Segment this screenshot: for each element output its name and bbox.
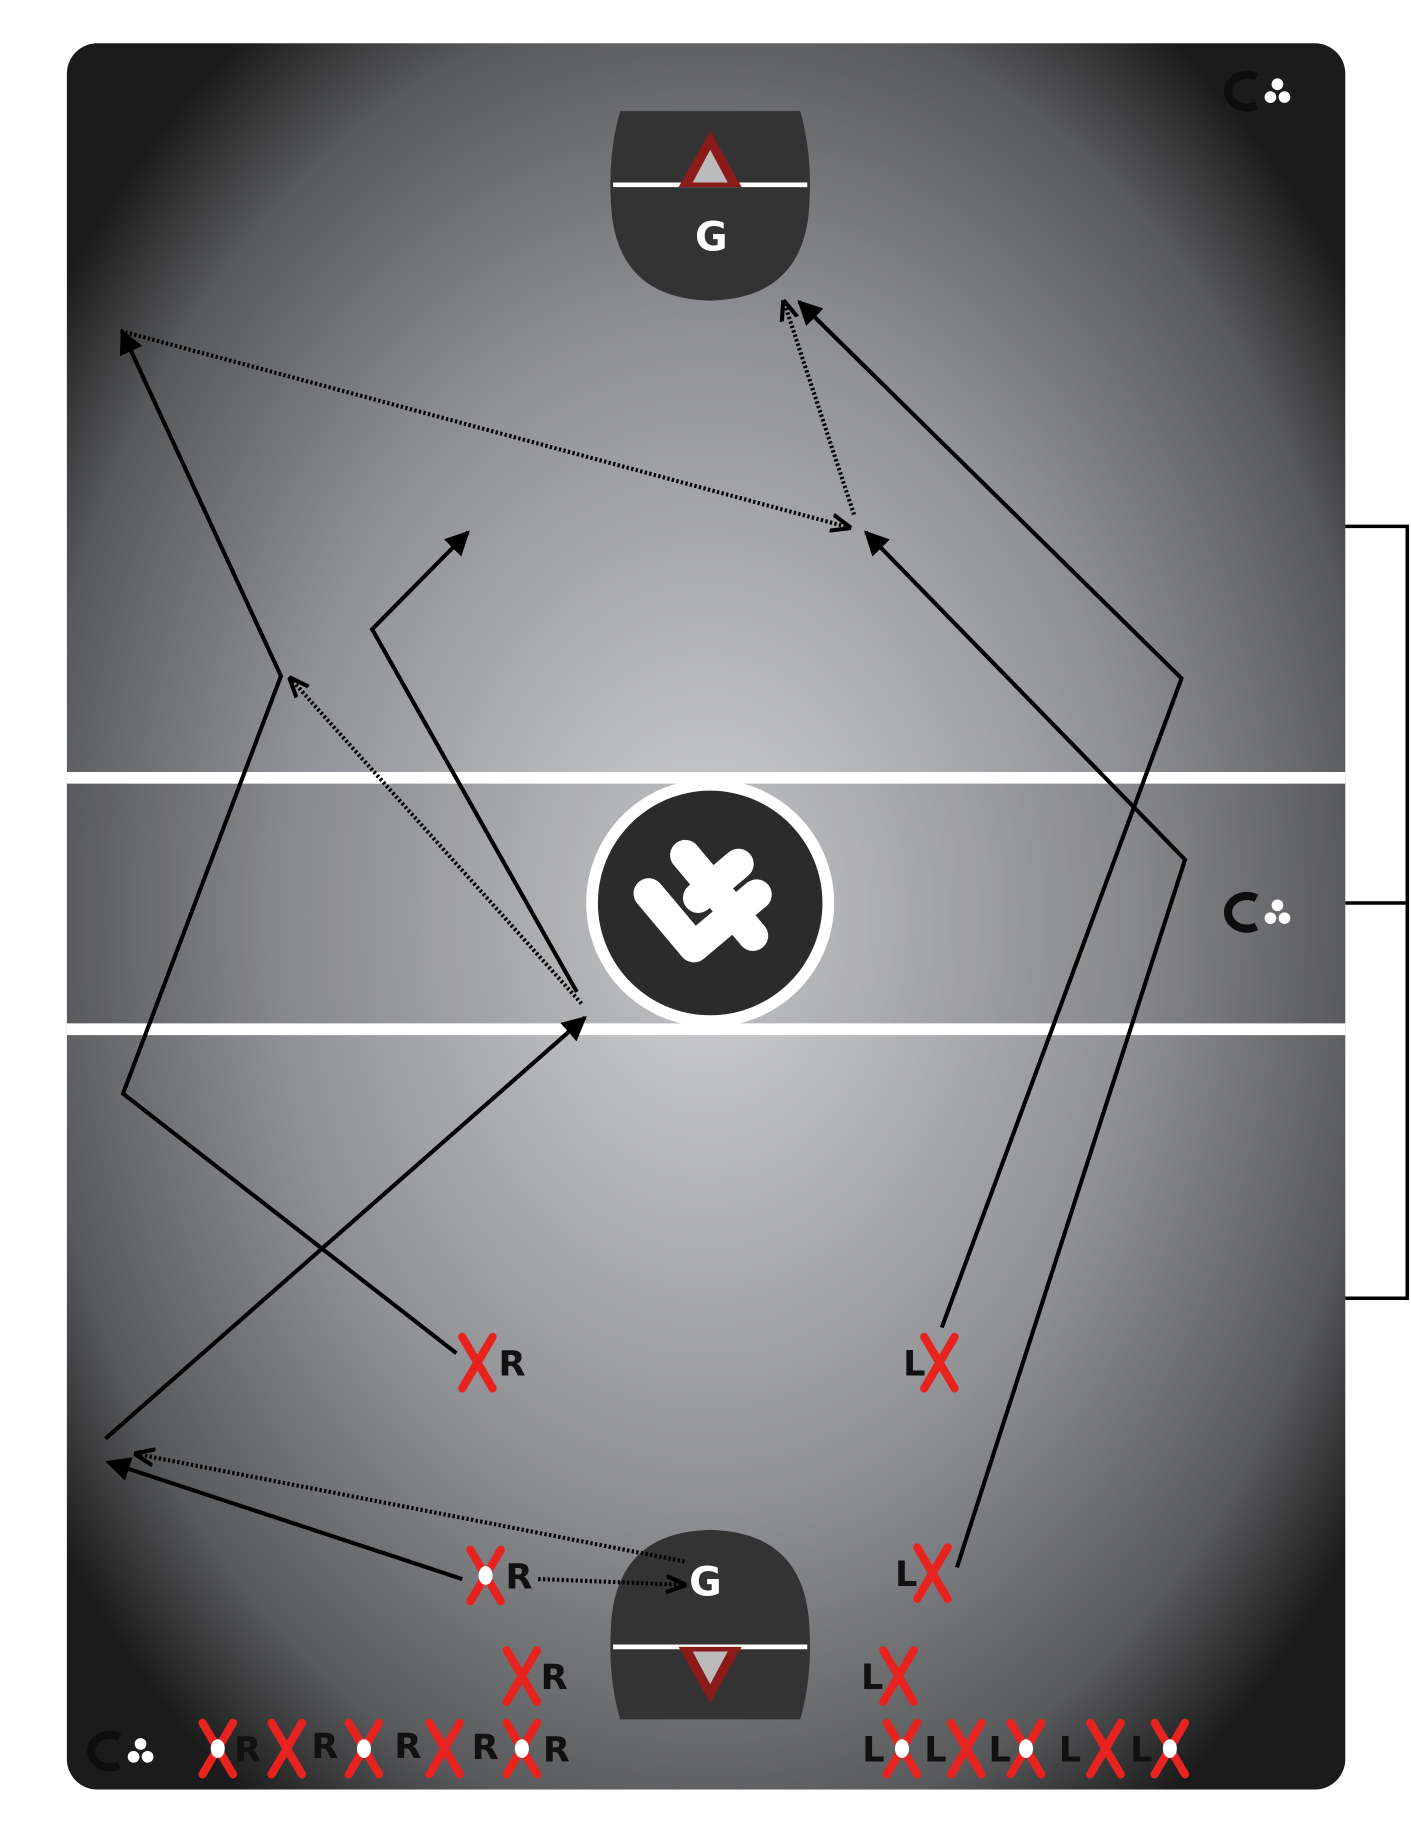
pass-path xyxy=(120,329,850,527)
cut-path xyxy=(864,530,1188,1568)
svg-text:R: R xyxy=(505,1556,532,1597)
player-r: R xyxy=(507,1650,568,1701)
player-r-with-ball: R xyxy=(470,1550,533,1601)
player-r: R xyxy=(429,1723,499,1774)
drill-paths xyxy=(104,300,1188,1585)
svg-text:R: R xyxy=(394,1726,421,1767)
player-l: L xyxy=(861,1650,914,1701)
bracket xyxy=(1345,524,1410,1301)
center-logo: lf xyxy=(586,778,835,1027)
bottom-goal-crease: G xyxy=(610,1529,810,1720)
svg-text:L: L xyxy=(862,1729,884,1770)
svg-text:R: R xyxy=(498,1344,525,1385)
player-l: L xyxy=(903,1337,954,1388)
svg-text:L: L xyxy=(861,1657,883,1698)
player-l: L xyxy=(924,1723,981,1774)
cut-path xyxy=(104,1015,587,1441)
goalie-label: G xyxy=(689,1559,722,1605)
player-r-with-ball: R xyxy=(349,1723,421,1774)
player-l-with-ball: L xyxy=(1130,1723,1185,1774)
svg-text:R: R xyxy=(543,1729,570,1770)
svg-text:R: R xyxy=(234,1729,261,1770)
player-r-with-ball: R xyxy=(507,1723,570,1774)
player-l: L xyxy=(1059,1723,1121,1774)
player-l-with-ball: L xyxy=(862,1723,917,1774)
pass-path xyxy=(538,1579,684,1585)
cut-path xyxy=(105,1457,463,1581)
svg-text:L: L xyxy=(903,1344,925,1385)
svg-text:L: L xyxy=(989,1729,1011,1770)
player-r: R xyxy=(272,1723,338,1774)
player-r: R xyxy=(462,1337,525,1388)
player-r-with-ball: R xyxy=(203,1723,261,1774)
svg-text:R: R xyxy=(472,1727,499,1768)
cut-path xyxy=(119,328,458,1355)
goalie-label: G xyxy=(695,214,728,260)
player-l: L xyxy=(895,1547,948,1598)
svg-text:R: R xyxy=(541,1657,568,1698)
svg-text:L: L xyxy=(1059,1729,1081,1770)
svg-text:R: R xyxy=(311,1726,338,1767)
player-l-with-ball: L xyxy=(989,1723,1042,1774)
cut-path xyxy=(797,300,1184,1329)
svg-text:L: L xyxy=(924,1729,946,1770)
svg-text:L: L xyxy=(1130,1729,1152,1770)
svg-text:L: L xyxy=(895,1554,917,1595)
cut-path xyxy=(369,530,579,993)
top-goal-crease: G xyxy=(610,111,810,301)
